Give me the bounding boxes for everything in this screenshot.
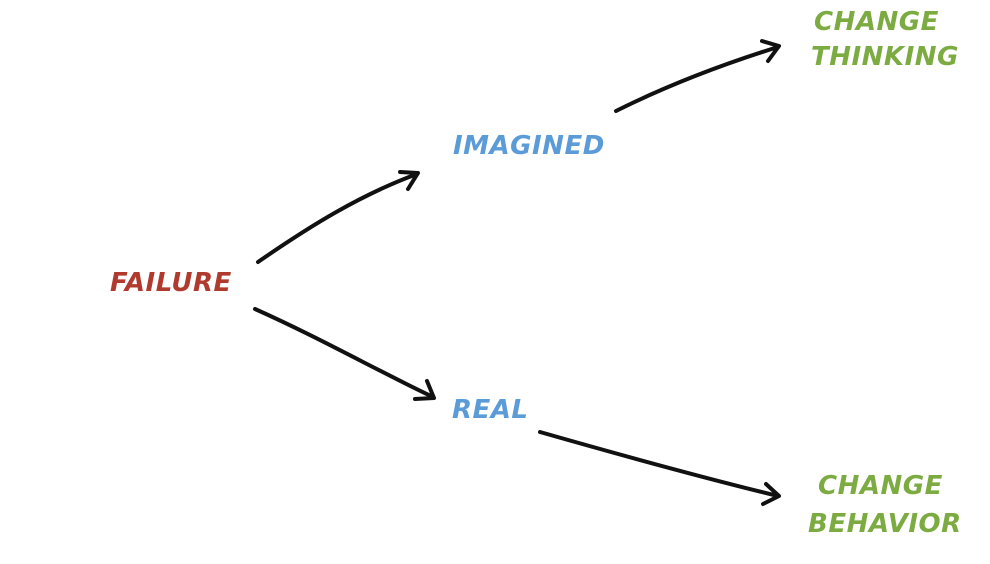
change-thinking-line2: THINKING bbox=[811, 42, 959, 72]
change-thinking-line1: CHANGE bbox=[814, 7, 939, 37]
arrow-failure-to-imagined bbox=[256, 170, 420, 264]
arrow-real-to-change-behavior bbox=[538, 430, 781, 506]
arrow-failure-to-real bbox=[253, 307, 436, 401]
imagined-label: IMAGINED bbox=[453, 131, 605, 161]
change-behavior-line1: CHANGE bbox=[818, 471, 943, 501]
real-label: REAL bbox=[452, 395, 528, 425]
change-behavior-line2: BEHAVIOR bbox=[808, 509, 962, 539]
arrow-imagined-to-change-thinking bbox=[614, 39, 781, 113]
failure-label: FAILURE bbox=[110, 268, 232, 298]
